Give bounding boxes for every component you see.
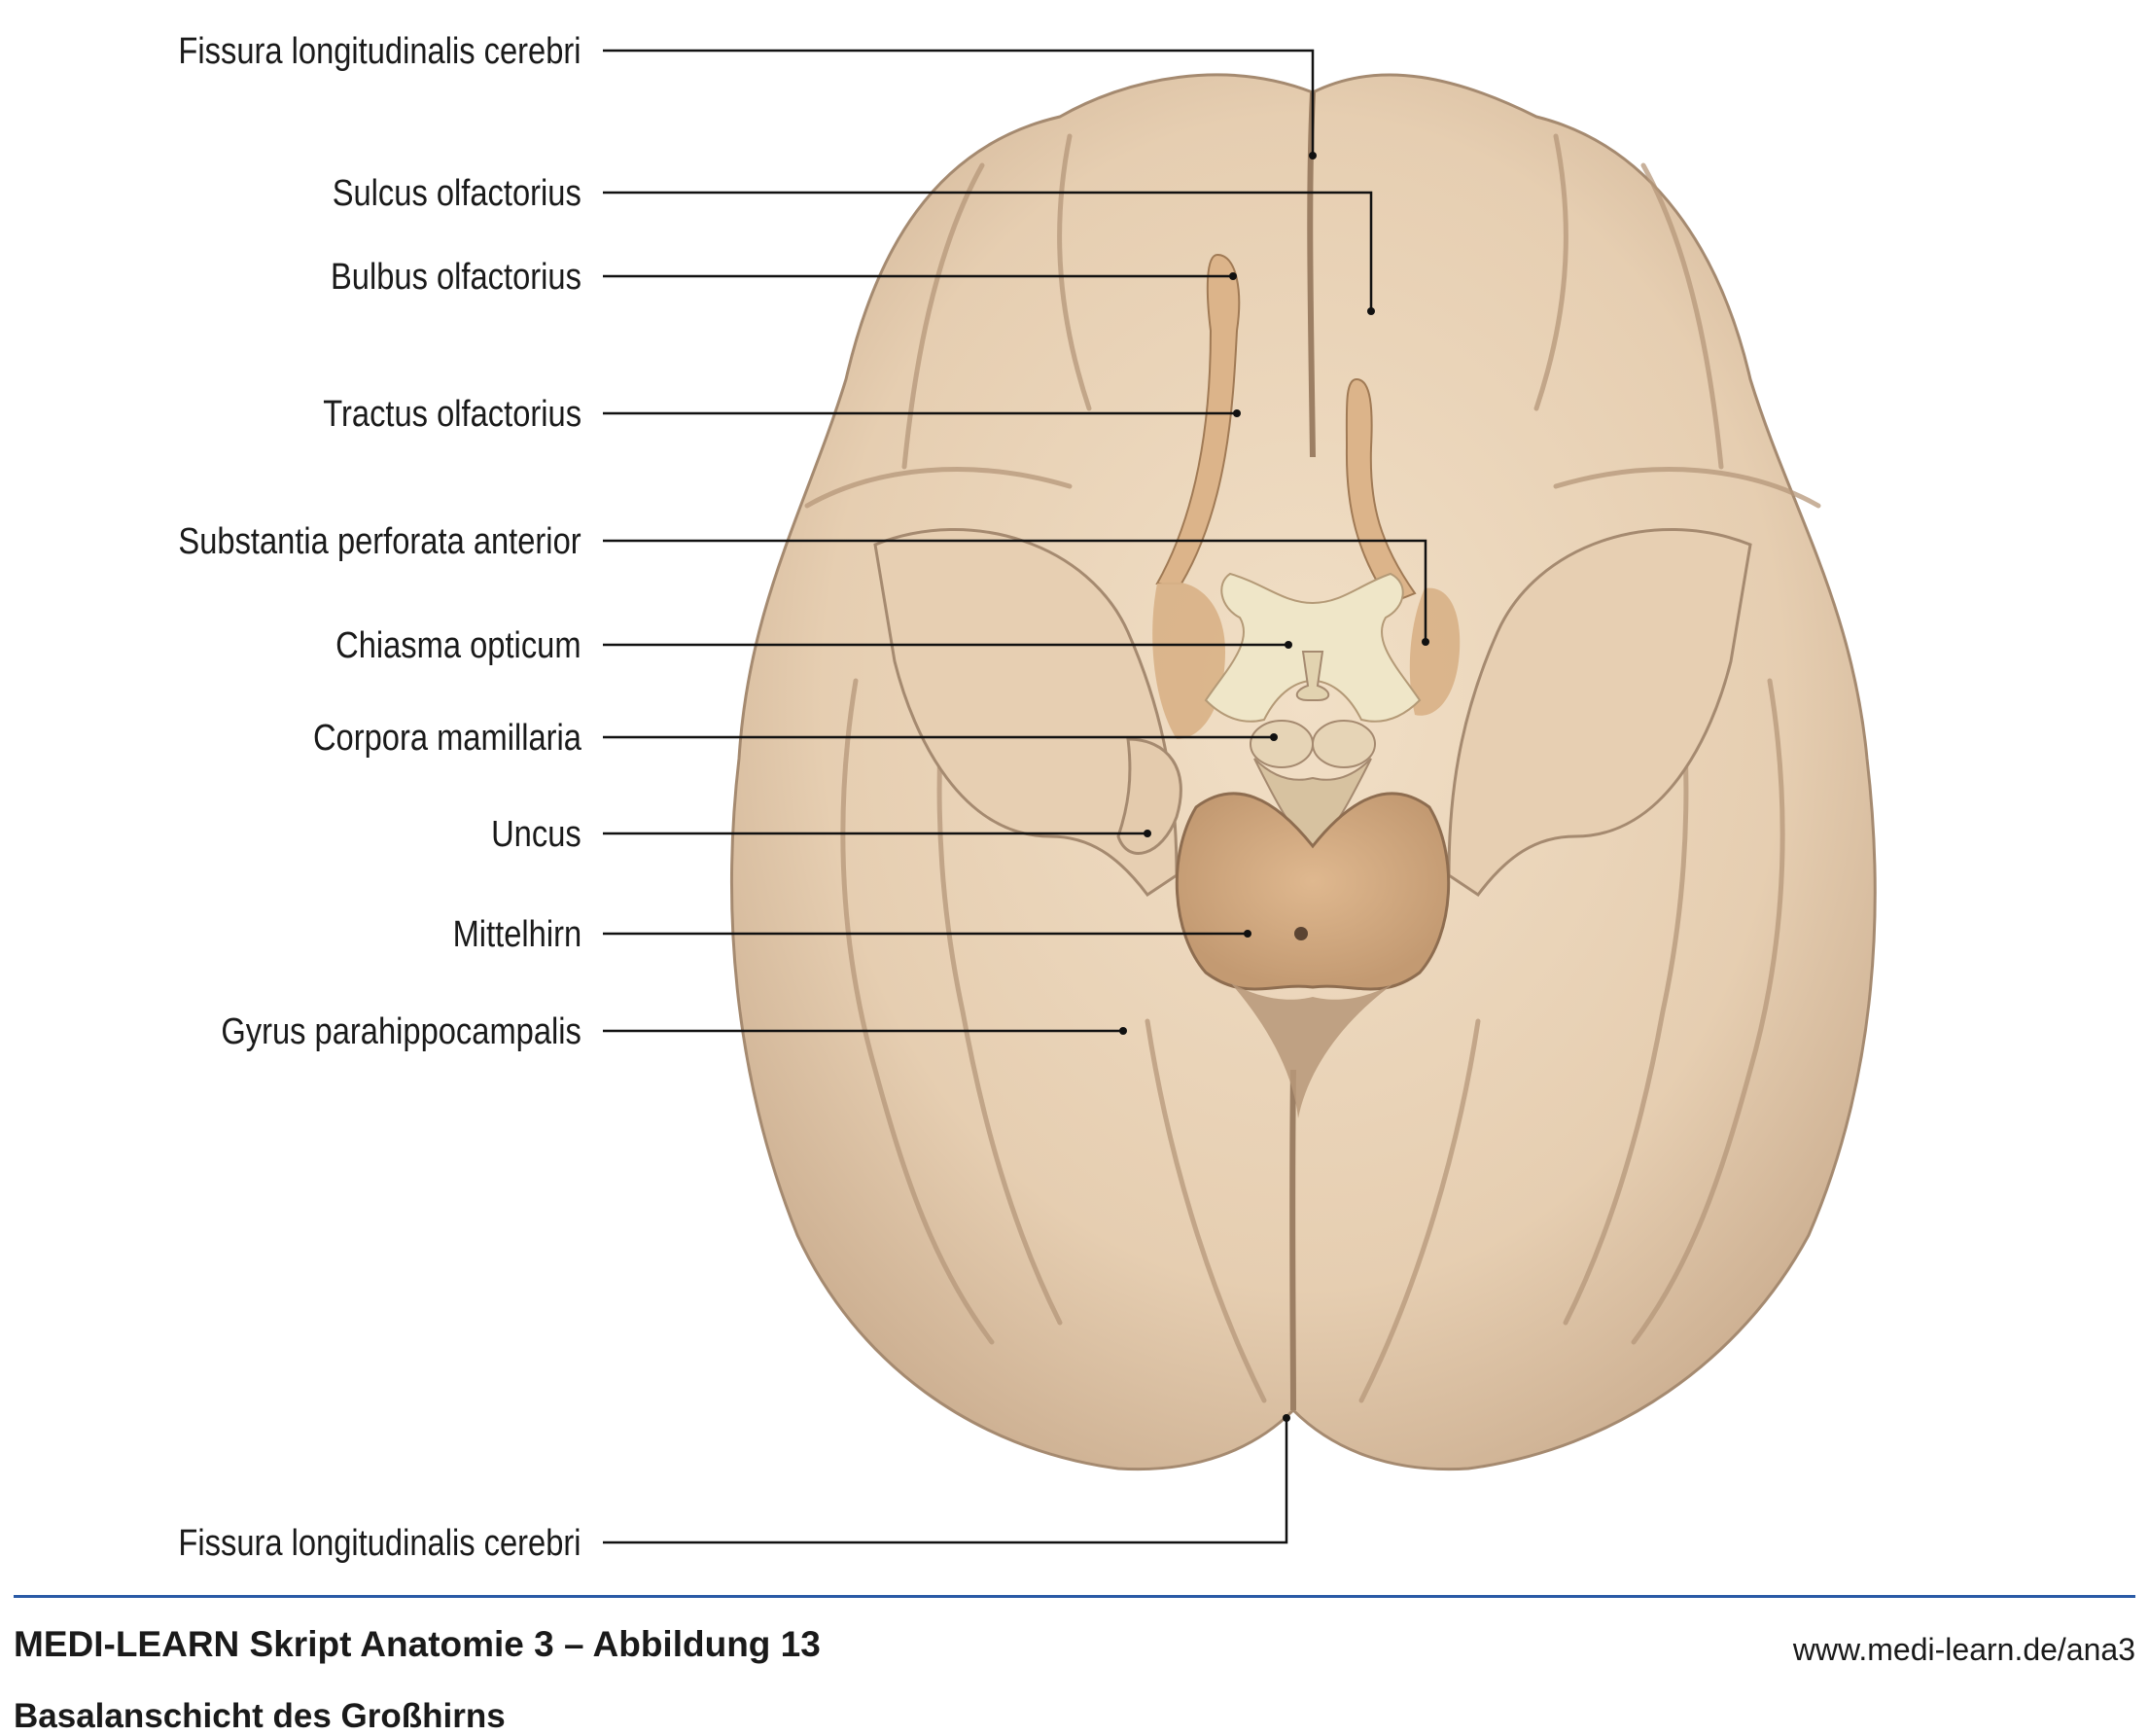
- temporal-lobe-left: [873, 527, 1179, 898]
- substantia-perforata-right: [1409, 587, 1461, 716]
- longitudinal-fissure-anterior: [1307, 91, 1316, 458]
- label-chiasma-opticum: Chiasma opticum: [335, 625, 581, 666]
- leader-lines: [603, 49, 1429, 1544]
- label-uncus: Uncus: [491, 814, 581, 855]
- temporal-lobe-right: [1447, 527, 1752, 898]
- label-gyrus-parahippocampalis: Gyrus parahippocampalis: [221, 1011, 581, 1052]
- label-fissura-longitudinalis-top: Fissura longitudinalis cerebri: [178, 31, 581, 72]
- uncus-left: [1116, 737, 1182, 855]
- figure-caption-title: MEDI-LEARN Skript Anatomie 3 – Abbildung…: [14, 1624, 821, 1664]
- source-url: www.medi-learn.de/ana3: [1792, 1632, 2135, 1667]
- leader-fissura-top: [603, 49, 1315, 156]
- cerebrum: [730, 73, 1877, 1471]
- longitudinal-fissure-posterior: [1289, 1069, 1296, 1411]
- label-bulbus-olfactorius: Bulbus olfactorius: [331, 257, 581, 298]
- label-substantia-perforata-anterior: Substantia perforata anterior: [178, 521, 581, 562]
- label-fissura-longitudinalis-bottom: Fissura longitudinalis cerebri: [178, 1523, 581, 1564]
- leader-sulcus-olfactorius: [603, 191, 1373, 311]
- label-tractus-olfactorius: Tractus olfactorius: [323, 394, 581, 435]
- footer-divider: [14, 1595, 2135, 1598]
- leader-fissura-bottom: [603, 1418, 1288, 1544]
- label-mittelhirn: Mittelhirn: [452, 914, 581, 955]
- figure-caption-subtitle: Basalanschicht des Großhirns: [14, 1697, 506, 1735]
- brain-illustration: [730, 73, 1877, 1471]
- leader-endpoints: [1119, 152, 1429, 1422]
- label-sulcus-olfactorius: Sulcus olfactorius: [332, 173, 581, 214]
- cerebral-aqueduct: [1294, 927, 1308, 940]
- infundibulum: [1295, 651, 1330, 701]
- mammillary-body-right: [1312, 720, 1376, 768]
- midbrain: [1175, 792, 1451, 991]
- leader-substantia-perforata: [603, 539, 1427, 642]
- label-corpora-mamillaria: Corpora mamillaria: [312, 718, 581, 759]
- optic-chiasm: [1204, 572, 1422, 723]
- midbrain-tectum: [1230, 982, 1395, 1118]
